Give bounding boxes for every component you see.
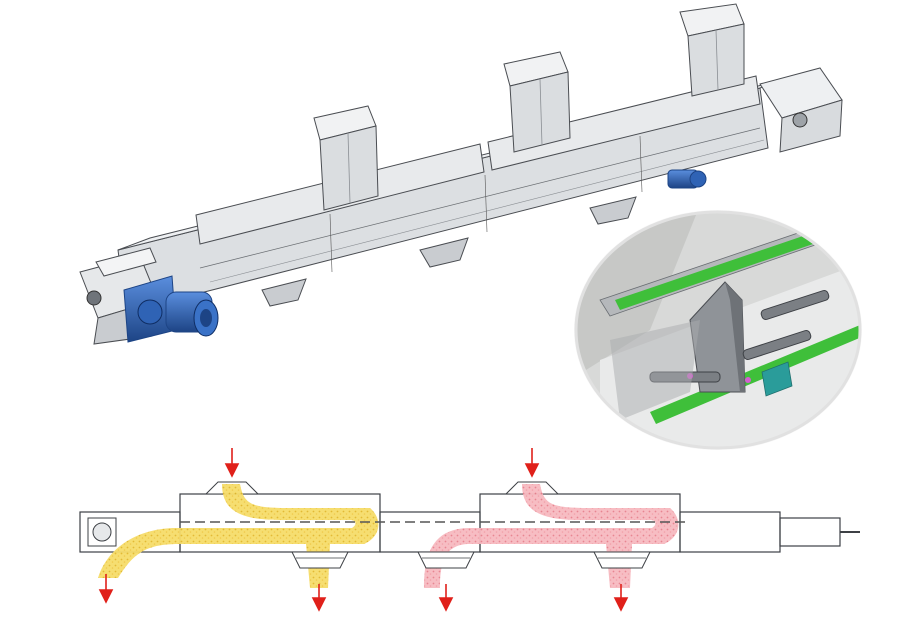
gear-motor-icon <box>123 275 219 343</box>
trough-seam <box>199 127 761 269</box>
casing-tail <box>679 511 781 553</box>
head-shaft <box>86 290 102 306</box>
iso-inlet-chute <box>503 51 571 153</box>
isometric-conveyor-view <box>79 3 843 345</box>
tail-take-up <box>779 517 841 547</box>
green-wear-strip <box>615 220 854 310</box>
outlet-hopper <box>593 551 651 569</box>
arrow-down-icon <box>524 448 540 478</box>
cover-section-right <box>487 75 761 171</box>
iso-outlet-hopper <box>589 196 637 225</box>
iso-outlet-hopper <box>261 278 307 307</box>
arrow-down-icon <box>438 584 454 612</box>
iso-inlet-chute <box>313 105 379 211</box>
bolt-lines <box>329 135 643 273</box>
iso-small-motor <box>667 169 707 189</box>
arrow-down-icon <box>311 584 327 612</box>
green-wear-strip <box>650 325 860 424</box>
flow-arrows <box>98 448 629 612</box>
side-elevation-flow <box>79 448 860 612</box>
tail-bearing <box>792 112 808 128</box>
outlet-hopper <box>417 551 475 569</box>
material-flow-pink <box>424 484 679 588</box>
outlet-hoppers <box>291 551 651 569</box>
chain-detail-closeup <box>574 210 862 450</box>
outlet-hopper <box>291 551 349 569</box>
teal-accent-block <box>761 361 793 397</box>
material-flow-yellow <box>98 484 379 578</box>
iso-outlet-hopper <box>419 237 469 268</box>
arrow-down-icon <box>224 448 240 478</box>
iso-inlet-chute <box>679 3 745 97</box>
head-sprocket <box>87 517 117 547</box>
iso-outlets <box>261 196 637 307</box>
arrow-down-icon <box>98 574 114 604</box>
trough-seam <box>209 139 765 283</box>
iso-tail-housing <box>759 67 843 153</box>
arrow-down-icon <box>613 584 629 612</box>
